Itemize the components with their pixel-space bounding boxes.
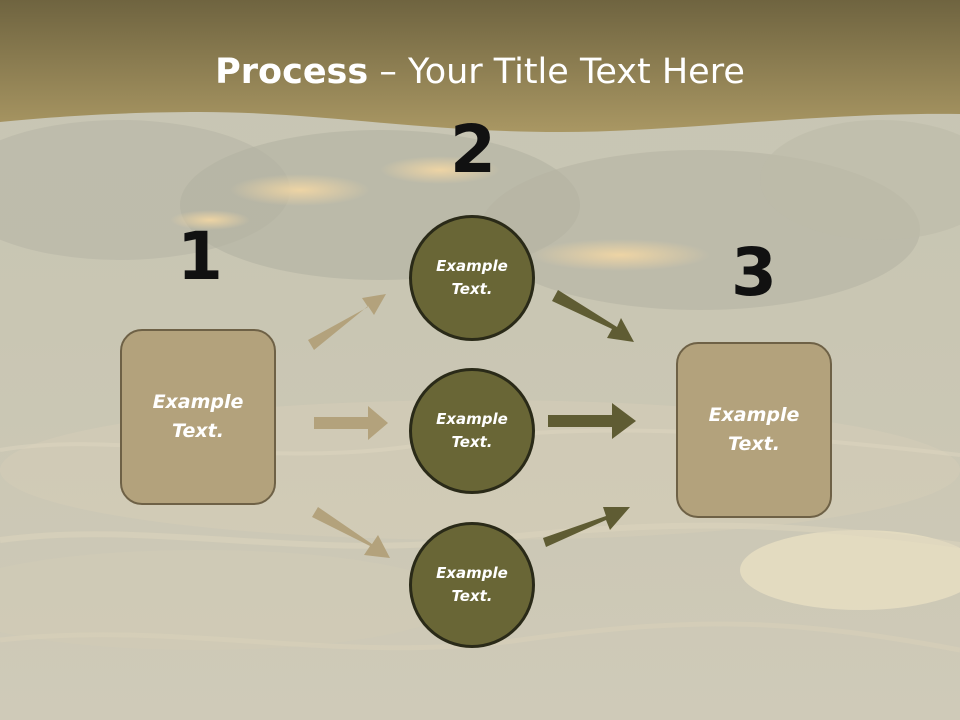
header-band — [0, 0, 960, 132]
step-3-text-line2: Text. — [728, 433, 780, 455]
step-1-box: Example Text. — [120, 329, 276, 505]
middle-center-text-line1: Example — [436, 410, 508, 428]
step-3-box: Example Text. — [676, 342, 832, 518]
middle-top-text-line1: Example — [436, 257, 508, 275]
step-3-text-line1: Example — [708, 404, 800, 426]
step-number-3: 3 — [731, 234, 777, 311]
step-number-2: 2 — [450, 111, 496, 188]
page-title: Process – Your Title Text Here — [0, 52, 960, 92]
middle-circle-bottom: Example Text. — [409, 522, 535, 648]
middle-center-text-line2: Text. — [451, 433, 493, 451]
title-rest: – Your Title Text Here — [368, 52, 745, 92]
middle-bottom-text-line1: Example — [436, 564, 508, 582]
step-number-1: 1 — [177, 218, 223, 295]
middle-top-text-line2: Text. — [451, 280, 493, 298]
title-bold: Process — [215, 52, 369, 92]
step-1-text-line2: Text. — [172, 420, 224, 442]
middle-circle-top: Example Text. — [409, 215, 535, 341]
middle-bottom-text-line2: Text. — [451, 587, 493, 605]
middle-circle-center: Example Text. — [409, 368, 535, 494]
step-1-text-line1: Example — [152, 391, 244, 413]
